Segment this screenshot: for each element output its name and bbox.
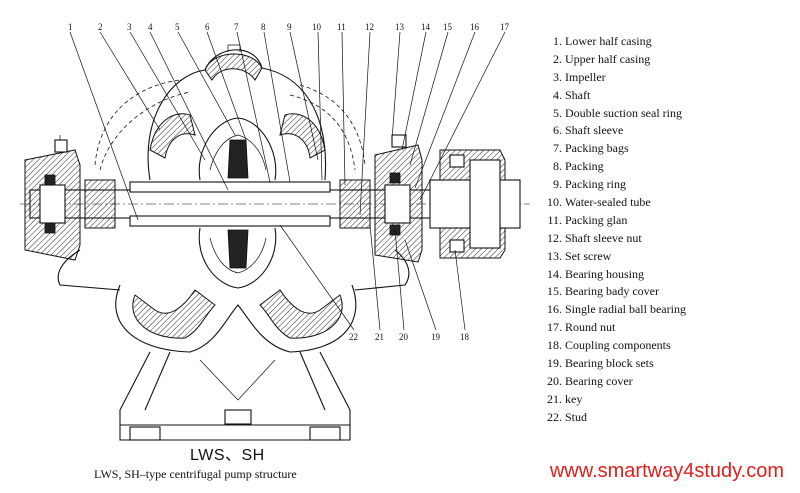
legend-item: 6.Shaft sleeve <box>553 123 624 138</box>
diagram-caption: LWS, SH–type centrifugal pump structure <box>94 467 297 481</box>
model-label: LWS、SH <box>190 447 265 464</box>
website-watermark[interactable]: www.smartway4study.com <box>549 460 784 482</box>
callout-6: 6 <box>205 22 210 32</box>
callout-12: 12 <box>365 22 374 32</box>
callout-1: 1 <box>68 22 73 32</box>
legend-item: 22.Stud <box>547 409 588 424</box>
legend-item: 21.key <box>547 391 583 406</box>
callout-21: 21 <box>375 332 384 342</box>
callout-22: 22 <box>349 332 358 342</box>
legend-item: 18.Coupling components <box>547 338 671 353</box>
legend-item: 15.Bearing bady cover <box>547 284 659 299</box>
callout-17: 17 <box>500 22 510 32</box>
callout-5: 5 <box>175 22 180 32</box>
legend-item: 4.Shaft <box>553 87 591 102</box>
legend-item: 5.Double suction seal ring <box>553 105 682 120</box>
legend-item: 13.Set screw <box>547 248 612 263</box>
callout-10: 10 <box>312 22 322 32</box>
legend-item: 1.Lower half casing <box>553 34 652 48</box>
legend-item: 8.Packing <box>553 159 604 174</box>
legend-item: 16.Single radial ball bearing <box>547 302 686 317</box>
callout-16: 16 <box>470 22 480 32</box>
callout-9: 9 <box>287 22 292 32</box>
callout-numbers: 1 2 3 4 5 6 7 8 9 10 11 12 13 14 15 16 1… <box>68 22 510 342</box>
legend-item: 3.Impeller <box>553 69 606 84</box>
pump-cross-section-drawing: 1 2 3 4 5 6 7 8 9 10 11 12 13 14 15 16 1… <box>20 22 530 441</box>
legend-item: 2.Upper half casing <box>553 51 651 66</box>
legend-item: 17.Round nut <box>547 320 616 335</box>
legend-item: 9.Packing ring <box>553 177 626 192</box>
legend-item: 14.Bearing housing <box>547 266 644 281</box>
legend-item: 10.Water-sealed tube <box>547 195 651 210</box>
legend-item: 20.Bearing cover <box>547 373 633 388</box>
legend-item: 7.Packing bags <box>553 141 629 156</box>
upper-half-casing <box>94 44 366 181</box>
parts-legend: 1.Lower half casing 2.Upper half casing … <box>536 33 798 427</box>
lower-half-casing <box>57 249 410 441</box>
callout-7: 7 <box>234 22 239 32</box>
callout-18: 18 <box>460 332 470 342</box>
callout-15: 15 <box>443 22 453 32</box>
left-bearing-housing <box>24 135 81 261</box>
callout-2: 2 <box>98 22 103 32</box>
legend-item: 19.Bearing block sets <box>547 356 654 371</box>
callout-19: 19 <box>431 332 441 342</box>
callout-13: 13 <box>395 22 405 32</box>
callout-3: 3 <box>127 22 132 32</box>
right-bearing-housing <box>374 134 423 263</box>
legend-item: 12.Shaft sleeve nut <box>547 230 642 245</box>
callout-20: 20 <box>399 332 409 342</box>
callout-14: 14 <box>421 22 431 32</box>
callout-4: 4 <box>148 22 153 32</box>
callout-8: 8 <box>261 22 266 32</box>
leader-lines <box>69 31 506 331</box>
coupling-components <box>429 149 521 259</box>
callout-11: 11 <box>337 22 346 32</box>
legend-item: 11.Packing glan <box>547 212 628 227</box>
